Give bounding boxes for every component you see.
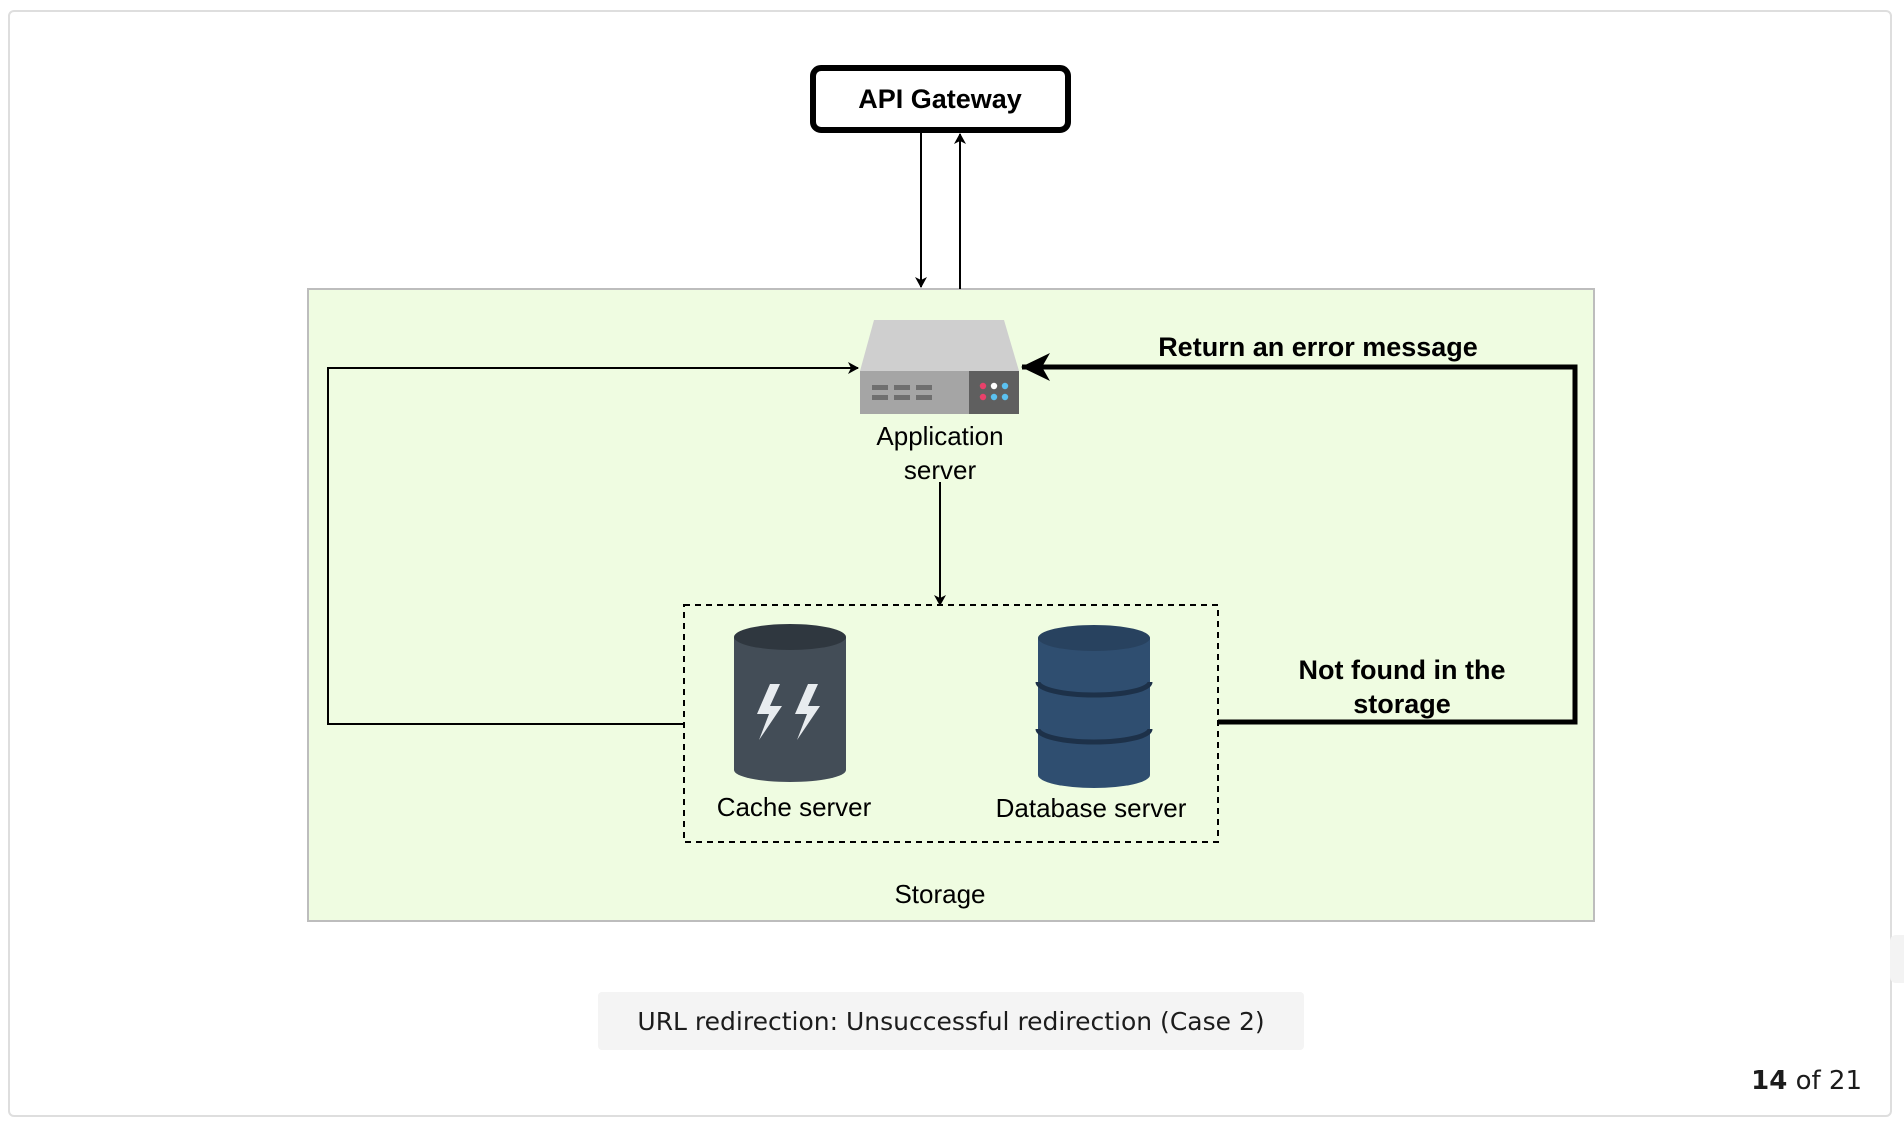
application-server-icon	[860, 320, 1019, 414]
not-found-label-line1: Not found in the	[1299, 655, 1506, 685]
slide-counter: 14 of 21	[1751, 1066, 1862, 1096]
cache-server-icon	[734, 624, 846, 782]
cache-to-app-loop-arrow	[327, 362, 859, 725]
database-server-label: Database server	[996, 793, 1187, 823]
not-found-label-line2: storage	[1353, 689, 1451, 719]
cache-server-label: Cache server	[717, 792, 872, 822]
api-gateway-label: API Gateway	[858, 84, 1022, 114]
application-server-label-line2: server	[904, 455, 977, 485]
current-slide-number: 14	[1751, 1066, 1788, 1096]
slide-caption: URL redirection: Unsuccessful redirectio…	[598, 992, 1304, 1050]
total-slides-text: of 21	[1787, 1066, 1862, 1096]
next-slide-handle[interactable]	[1890, 935, 1904, 983]
error-return-arrow	[1021, 353, 1578, 725]
application-server-label-line1: Application	[876, 421, 1003, 451]
return-error-label: Return an error message	[1158, 332, 1478, 362]
api-gateway-node: API Gateway	[810, 65, 1071, 133]
database-server-icon	[1035, 625, 1153, 788]
storage-label: Storage	[894, 879, 985, 909]
